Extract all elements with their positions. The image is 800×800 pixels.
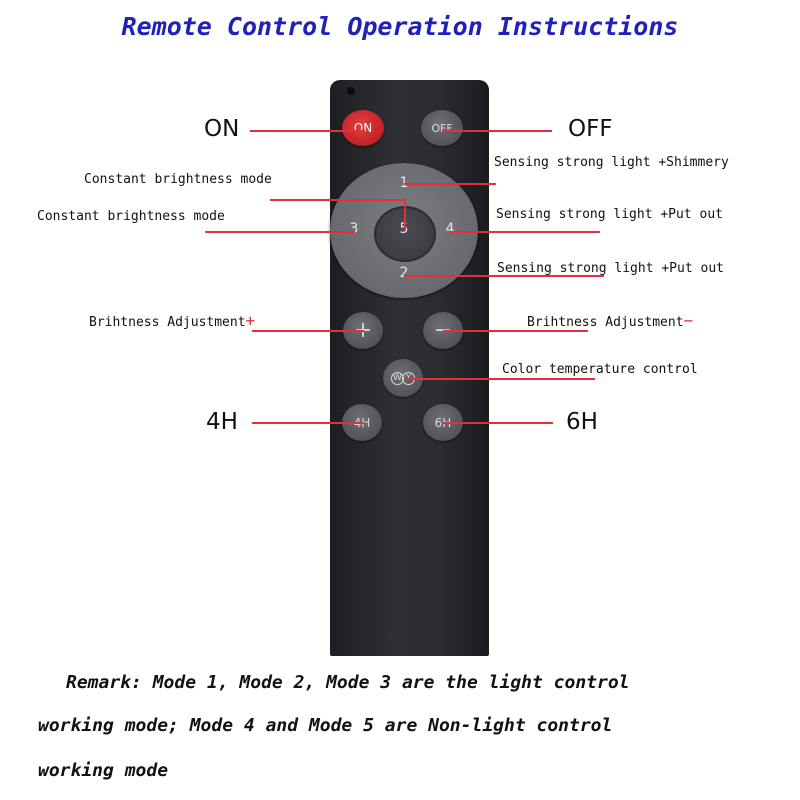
- mode-5-label: 5: [399, 221, 409, 237]
- label-on: ON: [204, 116, 240, 142]
- label-bright-up: Brihtness Adjustment+: [89, 311, 255, 330]
- minus-mark: −: [683, 311, 694, 330]
- label-mode3: Constant brightness mode: [37, 209, 225, 224]
- label-mode4: Sensing strong light +Put out: [496, 207, 723, 222]
- label-bright-up-text: Brihtness Adjustment: [89, 315, 246, 330]
- pointer-mode4: [450, 231, 600, 233]
- remark-line-2: working mode; Mode 4 and Mode 5 are Non-…: [38, 715, 613, 736]
- mode-2-button[interactable]: 2: [399, 265, 409, 281]
- pointer-mode3: [205, 231, 355, 233]
- remark-line-1: Remark: Mode 1, Mode 2, Mode 3 are the l…: [66, 672, 630, 693]
- pointer-4h: [252, 422, 364, 424]
- label-bright-down: Brihtness Adjustment−: [527, 311, 693, 330]
- label-bright-down-text: Brihtness Adjustment: [527, 315, 684, 330]
- page-title: Remote Control Operation Instructions: [121, 12, 679, 41]
- pointer-mode5-h: [270, 199, 405, 201]
- label-mode2: Sensing strong light +Put out: [497, 261, 724, 276]
- label-off: OFF: [568, 116, 613, 142]
- mode-4-button[interactable]: 4: [445, 221, 455, 237]
- pointer-bright-up: [252, 330, 364, 332]
- ir-sensor: [347, 87, 355, 95]
- pointer-6h: [443, 422, 553, 424]
- label-mode5: Constant brightness mode: [84, 172, 272, 187]
- pointer-mode5-v: [404, 199, 406, 229]
- mode-5-button[interactable]: [374, 206, 436, 262]
- label-4h: 4H: [206, 409, 238, 435]
- pointer-off: [442, 130, 552, 132]
- pointer-color-temp: [405, 378, 595, 380]
- mode-1-button[interactable]: 1: [394, 175, 414, 191]
- pointer-mode2: [404, 275, 604, 277]
- label-6h: 6H: [566, 409, 598, 435]
- label-mode1: Sensing strong light +Shimmery: [494, 155, 729, 170]
- pointer-bright-down: [443, 330, 588, 332]
- label-color-temp: Color temperature control: [502, 362, 698, 377]
- off-button[interactable]: OFF: [421, 110, 463, 146]
- pointer-mode1: [404, 183, 496, 185]
- pointer-on: [250, 130, 365, 132]
- on-button[interactable]: ON: [342, 110, 384, 146]
- remark-line-3: working mode: [38, 760, 169, 781]
- plus-mark: +: [245, 311, 256, 330]
- mode-3-button[interactable]: 3: [349, 221, 359, 237]
